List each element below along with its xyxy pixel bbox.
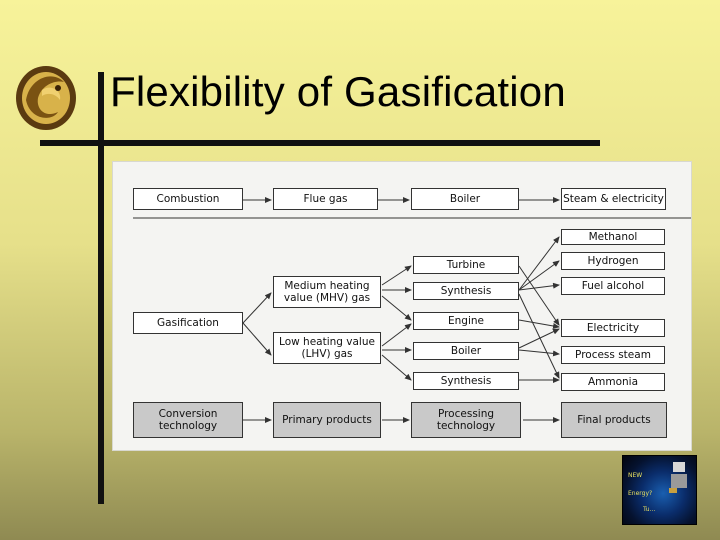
legend-processing-technology: Processing technology [411,402,521,438]
synthesis-box-2: Synthesis [413,372,519,390]
slide-title: Flexibility of Gasification [110,68,566,116]
methanol-box: Methanol [561,229,665,245]
hydrogen-box: Hydrogen [561,252,665,270]
ucf-pegasus-logo [12,60,80,132]
legend-final-products: Final products [561,402,667,438]
steam-electricity-box: Steam & electricity [561,188,666,210]
corner-text-1: NEW [628,472,642,479]
horizontal-rule [40,140,600,146]
ammonia-box: Ammonia [561,373,665,391]
electricity-box: Electricity [561,319,665,337]
mhv-gas-box: Medium heating value (MHV) gas [273,276,381,308]
boiler-box-row1: Boiler [411,188,519,210]
corner-text-3: Tu... [643,506,655,513]
combustion-box: Combustion [133,188,243,210]
flue-gas-box: Flue gas [273,188,378,210]
synthesis-box-1: Synthesis [413,282,519,300]
process-steam-box: Process steam [561,346,665,364]
figure-icon [667,460,691,494]
engine-box: Engine [413,312,519,330]
gasification-box: Gasification [133,312,243,334]
legend-primary-products: Primary products [273,402,381,438]
legend-conversion-technology: Conversion technology [133,402,243,438]
corner-text-2: Energy? [628,490,652,497]
corner-globe-image: NEW Energy? Tu... [622,455,697,525]
boiler-box-2: Boiler [413,342,519,360]
turbine-box: Turbine [413,256,519,274]
fuel-alcohol-box: Fuel alcohol [561,277,665,295]
gasification-diagram: Combustion Flue gas Boiler Steam & elect… [113,162,691,450]
lhv-gas-box: Low heating value (LHV) gas [273,332,381,364]
vertical-rule [98,72,104,504]
